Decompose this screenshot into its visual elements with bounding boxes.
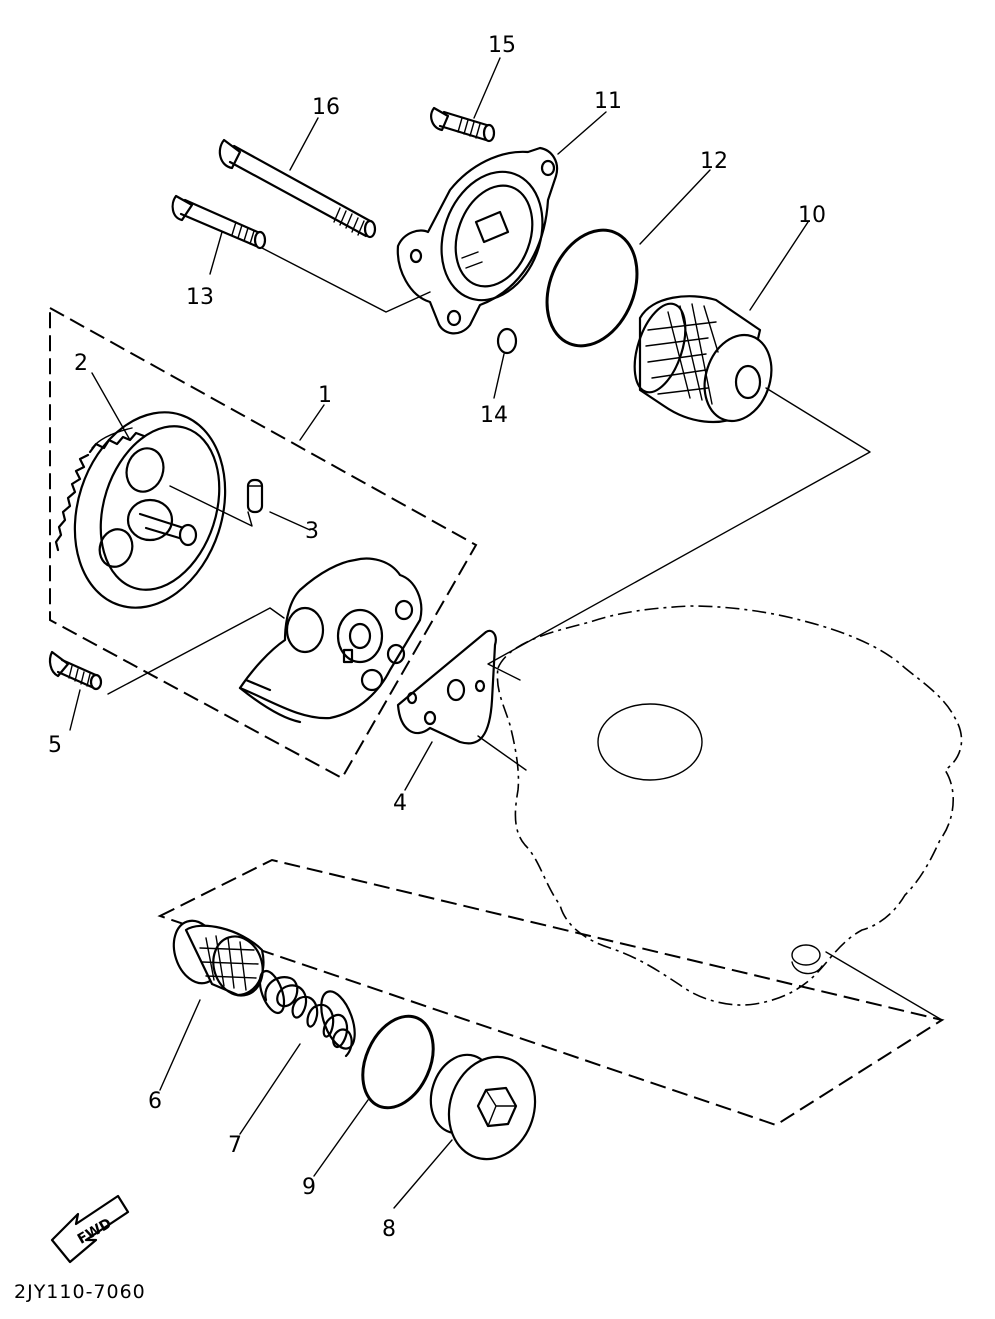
callout-4: 4 <box>393 791 407 816</box>
dowel-pin <box>246 478 264 514</box>
callout-6: 6 <box>148 1089 162 1114</box>
callout-3: 3 <box>305 519 319 544</box>
callout-14: 14 <box>480 403 508 428</box>
callout-7: 7 <box>228 1133 242 1158</box>
oil-strainer <box>172 919 265 997</box>
callout-9: 9 <box>302 1175 316 1200</box>
callout-5: 5 <box>48 733 62 758</box>
callout-15: 15 <box>488 33 516 58</box>
pump-assembly-group-outline <box>49 306 478 780</box>
callout-1: 1 <box>318 383 332 408</box>
oil-filter-element <box>633 295 773 424</box>
callout-8: 8 <box>382 1217 396 1242</box>
short-bolt <box>171 194 267 250</box>
callout-2: 2 <box>74 351 88 376</box>
strainer-spring <box>258 969 356 1058</box>
cover-screw <box>430 106 496 143</box>
small-o-ring <box>496 327 518 355</box>
pump-drive-gear <box>54 411 227 609</box>
drain-plug <box>429 1053 537 1161</box>
callout-11: 11 <box>594 89 622 114</box>
strainer-group-outline <box>157 858 945 1127</box>
oil-filter-cover <box>396 146 559 335</box>
callout-10: 10 <box>798 203 826 228</box>
pump-gasket <box>396 629 497 745</box>
leader-lines <box>69 57 943 1209</box>
filter-cover-o-ring <box>545 228 639 348</box>
callout-16: 16 <box>312 95 340 120</box>
long-bolt <box>218 138 377 239</box>
crankcase-outline <box>496 605 963 1006</box>
figure-code: 2JY110-7060 <box>14 1281 146 1303</box>
callout-12: 12 <box>700 149 728 174</box>
oil-pump-body <box>238 557 423 724</box>
pump-screw <box>48 650 103 691</box>
forward-direction-arrow: FWD <box>50 1194 130 1264</box>
drain-plug-o-ring <box>361 1014 435 1110</box>
callout-labels: 1 2 3 4 5 6 7 8 9 10 11 12 13 14 15 16 <box>48 33 826 1242</box>
callout-13: 13 <box>186 285 214 310</box>
